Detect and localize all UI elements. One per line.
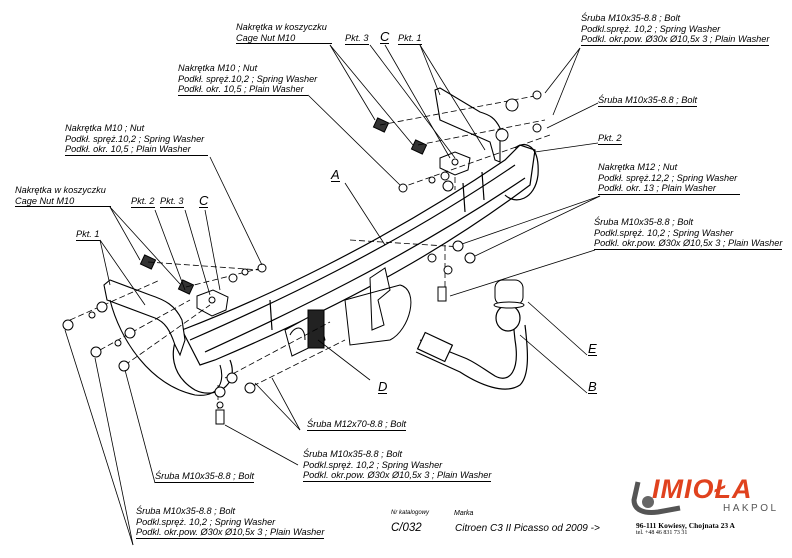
callout-bolt-top-right-set: Śruba M10x35-8.8 ; Bolt Podkl.spręż. 10,… [581,13,770,46]
callout-line: Śruba M10x35-8.8 ; Bolt [581,13,681,23]
callout-line: Śruba M10x35-8.8 ; Bolt [594,217,694,227]
vehicle-model: Citroen C3 II Picasso od 2009 -> [455,523,600,534]
callout-line: Podkł. okr. 10,5 ; Plain Washer [65,144,208,156]
callout-line: Nakrętka M10 ; Nut [178,63,258,73]
callout-line: Podkl.spręż. 10,2 ; Spring Washer [303,459,443,470]
pkt-label: Pkt. 2 [131,196,155,208]
callout-line: Śruba M10x35-8.8 ; Bolt [155,471,255,483]
callout-line: Cage Nut M10 [15,196,111,207]
label-pkt1-top: Pkt. 1 [398,33,422,45]
label-part-c-left: C [199,193,209,208]
callout-line: Nakrętka M10 ; Nut [65,123,145,133]
callout-nut-m10-top: Nakrętka M10 ; Nut Podkł. spręż.10,2 ; S… [178,63,317,96]
callout-line: Podkł. spręż.10,2 ; Spring Washer [65,133,205,144]
callout-cage-nut-left: Nakrętka w koszyczku Cage Nut M10 [15,185,111,207]
flange-plate-d [284,309,326,357]
callout-bolt-bottom-left-set: Śruba M10x35-8.8 ; Bolt Podkl.spręż. 10,… [136,506,325,539]
label-pkt3-left: Pkt. 3 [160,196,184,208]
label-pkt2-left: Pkt. 2 [131,196,155,208]
crossbar-a [172,144,539,394]
towbar-logo-icon [631,481,681,515]
company-sub: HAKPOL [723,503,779,514]
fasteners [62,90,542,425]
callout-line: Podkł. spręż.10,2 ; Spring Washer [178,73,318,84]
label-part-d: D [378,379,388,394]
callout-line: Cage Nut M10 [236,33,332,44]
pkt-label: Pkt. 2 [598,133,622,145]
bracket-c-left [196,289,229,317]
label-part-b: B [588,379,597,394]
callout-line: Podkl. okr.pow. Ø30x Ø10,5x 3 ; Plain Wa… [303,470,492,482]
callout-line: Nakrętka w koszyczku [236,22,327,32]
callout-line: Śruba M12x70-8.8 ; Bolt [307,419,407,431]
callout-line: Podkl. okr.pow. Ø30x Ø10,5x 3 ; Plain Wa… [581,34,770,46]
callout-line: Podkl.spręż. 10,2 ; Spring Washer [581,23,721,34]
callout-line: Nakrętka w koszyczku [15,185,106,195]
callout-line: Nakrętka M12 ; Nut [598,162,678,172]
callout-line: Podkl. okr.pow. Ø30x Ø10,5x 3 ; Plain Wa… [136,527,325,539]
ball-cap-e [493,279,525,309]
bracket-c-top [439,151,471,176]
label-pkt3-top: Pkt. 3 [345,33,369,45]
left-bracket [103,279,223,396]
label-part-c-top: C [380,29,390,44]
callout-line: Podkł. okr. 13 ; Plain Washer [598,183,740,195]
label-part-a: A [331,167,340,182]
towball-neck-b [415,304,529,390]
callout-line: Śruba M10x35-8.8 ; Bolt [598,95,698,107]
catalog-number: C/032 [391,522,422,534]
company-logo: IMIOŁA [652,474,753,504]
label-part-e: E [588,341,597,356]
callout-line: Śruba M10x35-8.8 ; Bolt [136,506,236,516]
catalog-label: Nr katalogowy [391,510,430,516]
pkt-label: Pkt. 1 [398,33,422,45]
callout-nut-m12-right: Nakrętka M12 ; Nut Podkł. spręż.12,2 ; S… [598,162,740,195]
label-pkt1-left: Pkt. 1 [76,229,100,241]
callout-bolt-bottom-set: Śruba M10x35-8.8 ; Bolt Podkl.spręż. 10,… [303,449,492,482]
callout-bolt-bottom-left-single: Śruba M10x35-8.8 ; Bolt [155,471,255,483]
pkt-label: Pkt. 3 [160,196,184,208]
callout-cage-nut-top: Nakrętka w koszyczku Cage Nut M10 [236,22,332,44]
leader-lines [64,44,601,546]
callout-bolt-m12: Śruba M12x70-8.8 ; Bolt [307,419,407,431]
callout-line: Podkl.spręż. 10,2 ; Spring Washer [594,227,734,238]
pkt-label: Pkt. 1 [76,229,100,241]
callout-bolt-top-right-single: Śruba M10x35-8.8 ; Bolt [598,95,698,107]
company-address: 96-111 Kowiesy, Chojnata 23 A [636,521,735,530]
label-pkt2-right: Pkt. 2 [598,133,622,145]
center-bracket [344,267,412,346]
pkt-label: Pkt. 3 [345,33,369,45]
company-phone: tel. +48 46 831 73 31 [636,530,688,536]
callout-line: Śruba M10x35-8.8 ; Bolt [303,449,403,459]
callout-line: Podkl.spręż. 10,2 ; Spring Washer [136,516,276,527]
right-bracket [434,87,501,163]
callout-line: Podkł. spręż.12,2 ; Spring Washer [598,172,738,183]
brand-label: Marka [454,510,474,517]
callout-bolt-right-set: Śruba M10x35-8.8 ; Bolt Podkl.spręż. 10,… [594,217,783,250]
callout-nut-m10-left: Nakrętka M10 ; Nut Podkł. spręż.10,2 ; S… [65,123,208,156]
callout-line: Podkł. okr. 10,5 ; Plain Washer [178,84,308,96]
callout-line: Podkl. okr.pow. Ø30x Ø10,5x 3 ; Plain Wa… [594,238,783,250]
